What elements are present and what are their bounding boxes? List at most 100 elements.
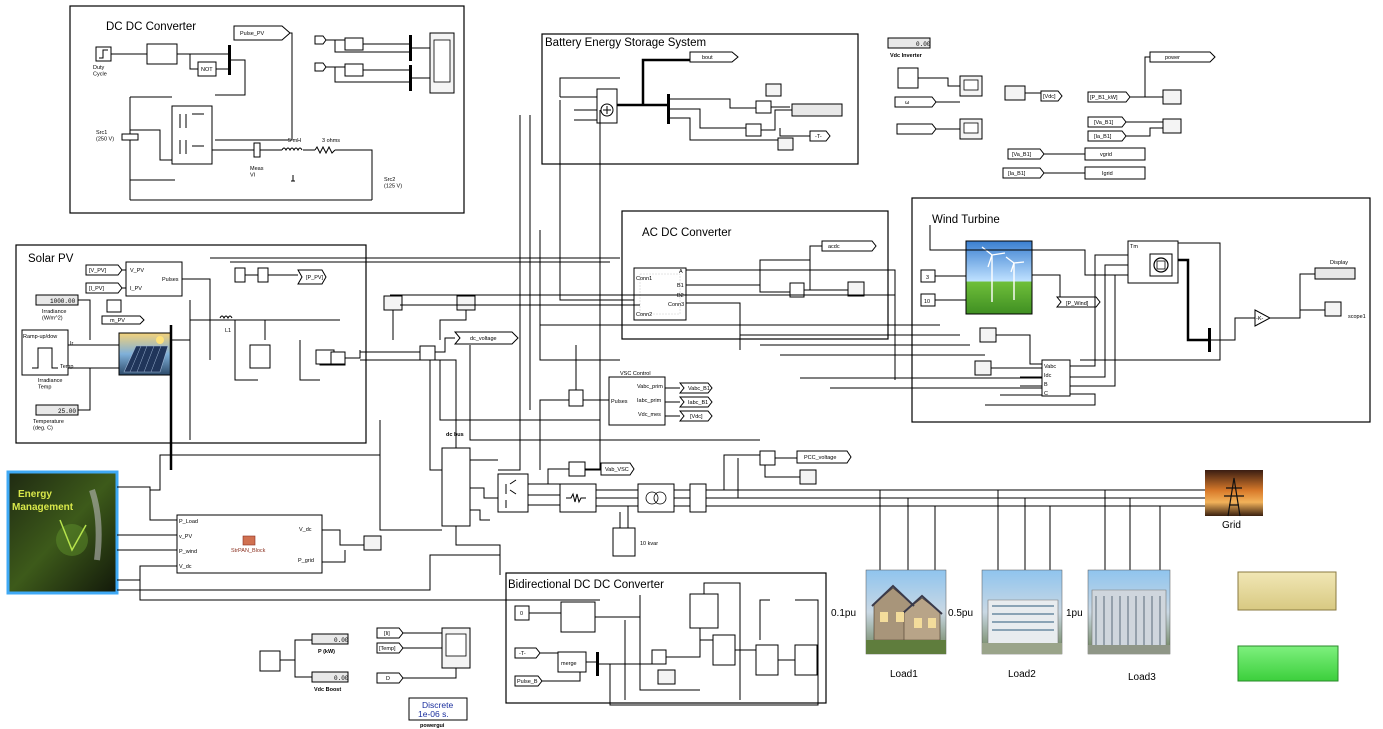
vdc-boost-label: Vdc Boost xyxy=(314,687,341,693)
wind-const-10: 10 xyxy=(924,299,930,305)
mppt-v-in: V_PV xyxy=(130,268,144,274)
loads-section: 0.1pu 0.5pu 1pu Load1 Load2 Load3 xyxy=(831,570,1170,683)
acdc-tag: acdc xyxy=(828,244,840,250)
load3-pu: 1pu xyxy=(1066,608,1083,619)
vsc-pulses-port: Pulses xyxy=(611,399,628,405)
merge-label: merge xyxy=(561,661,577,667)
p-kw-label: P (kW) xyxy=(318,649,335,655)
p-b1-tag: [P_B1_kW] xyxy=(1090,95,1118,101)
vdc-tag-top: [Vdc] xyxy=(1043,94,1056,100)
vabc-b1-tag: Vabc_B1 xyxy=(688,386,710,392)
wind-title: Wind Turbine xyxy=(932,214,1000,226)
src1-label: Src1(250 V) xyxy=(96,130,114,142)
em-out-v-dc: V_dc xyxy=(299,527,312,533)
temperature-label: Temperature(deg. C) xyxy=(33,419,64,431)
l1-label: L1 xyxy=(225,328,231,334)
solar-pv-subsystem[interactable]: Solar PV [V_PV] [I_PV] V_PV I_PV Pulses … xyxy=(16,245,475,470)
measurement-area: 0.00 Vdc Inverter ω [Vdc] power [P_B1_kW… xyxy=(888,38,1215,179)
vsc-vabc-port: Vabc_prim xyxy=(637,384,663,390)
vdc-boost-value: 0.00 xyxy=(334,675,349,682)
acdc-port-a: A xyxy=(679,269,683,275)
em-in-p-load: P_Load xyxy=(179,519,198,525)
energy-image-title-2: Management xyxy=(12,502,74,513)
irradiance-value: 1000.00 xyxy=(50,298,76,305)
vsc-vdc-port: Vdc_mes xyxy=(638,412,661,418)
vab-vsc-tag: Vab_VSC xyxy=(605,467,629,473)
vdc-inverter-value: 0.00 xyxy=(916,41,931,48)
va-b1-tag: [Va_B1] xyxy=(1094,120,1114,126)
pulse-pv-tag: Pulse_PV xyxy=(240,31,264,37)
acdc-title: AC DC Converter xyxy=(642,227,732,239)
bottom-measurements: 0.00 P (kW) 0.00 Vdc Boost [Ii] [Temp] D… xyxy=(260,628,470,729)
wind-port-c: C xyxy=(1044,391,1048,397)
vsc-control-block[interactable]: VSC Control Pulses Vabc_prim Iabc_prim V… xyxy=(540,345,712,470)
tan-indicator-block[interactable] xyxy=(1238,572,1336,610)
v-pv-tag: [V_PV] xyxy=(89,268,107,274)
dc-dc-title: DC DC Converter xyxy=(106,21,196,33)
wind-const-3: 3 xyxy=(926,275,929,281)
ia-b1-tag-3: [Ia_B1] xyxy=(1008,171,1026,177)
not-block-label: NOT xyxy=(201,67,213,73)
powergui-line2: 1e-06 s. xyxy=(418,709,449,719)
tag-ii: [Ii] xyxy=(384,631,390,637)
vsc-iabc-port: Iabc_prim xyxy=(637,398,662,404)
svg-text:ω: ω xyxy=(905,100,910,106)
bidir-gain: -T- xyxy=(519,651,526,657)
bidir-const-0: 0 xyxy=(520,611,523,617)
p-kw-value: 0.00 xyxy=(334,637,349,644)
pv-ir-port: Ir xyxy=(70,341,74,347)
vgrid-tag: vgrid xyxy=(1100,152,1112,158)
i-pv-tag: [I_PV] xyxy=(89,286,104,292)
bidirectional-dcdc-subsystem[interactable]: Bidirectional DC DC Converter 0 -T- merg… xyxy=(506,573,826,705)
energy-image-title-1: Energy xyxy=(18,489,52,500)
ramp-label: Ramp-up/dow xyxy=(23,334,57,340)
load2-name: Load2 xyxy=(1008,669,1036,680)
acdc-port-conn3: Conn3 xyxy=(668,302,684,308)
scope1-label: scope1 xyxy=(1348,314,1366,320)
mppt-pulses: Pulses xyxy=(162,277,179,283)
acdc-port-conn1: Conn1 xyxy=(636,276,652,282)
irradiance-label: Irradiance(W/m^2) xyxy=(42,309,66,321)
iabc-b1-tag: Iabc_B1 xyxy=(688,400,708,406)
em-in-v-dc: V_dc xyxy=(179,564,192,570)
meas-vi-label: MeasVI xyxy=(250,166,264,178)
bess-gain: -T- xyxy=(815,134,822,140)
pcc-voltage-tag: PCC_voltage xyxy=(804,455,836,461)
bidir-title: Bidirectional DC DC Converter xyxy=(508,579,664,591)
green-indicator-block[interactable] xyxy=(1238,646,1338,681)
mppt-i-in: I_PV xyxy=(130,286,142,292)
gain-k: -K- xyxy=(1256,316,1264,322)
src2-label: Src2(125 V) xyxy=(384,177,402,189)
load3-name: Load3 xyxy=(1128,672,1156,683)
dc-voltage-tag: dc_voltage xyxy=(470,336,497,342)
wind-port-vabc: Vabc xyxy=(1044,364,1056,370)
grid-label: Grid xyxy=(1222,520,1241,531)
resistor-label: 3 ohms xyxy=(322,138,340,144)
igrid-tag: Igrid xyxy=(1102,171,1113,177)
tag-d: D xyxy=(386,676,390,682)
acdc-port-b2: B2 xyxy=(677,293,684,299)
p-pv-tag: [P_PV] xyxy=(306,275,324,281)
powergui-label: powergui xyxy=(420,723,445,729)
capacitor-bank-label: 10 kvar xyxy=(640,541,658,547)
ia-b1-tag: [Ia_B1] xyxy=(1094,134,1112,140)
bout-tag: bout xyxy=(702,55,713,61)
power-tag: power xyxy=(1165,55,1180,61)
em-out-p-grid: P_grid xyxy=(298,558,314,564)
load2-pu: 0.5pu xyxy=(948,608,973,619)
display-label: Display xyxy=(1330,260,1348,266)
acdc-port-b1: B1 xyxy=(677,283,684,289)
acdc-port-conn2: Conn2 xyxy=(636,312,652,318)
vdc-inverter-label: Vdc Inverter xyxy=(890,53,923,59)
pulse-b-tag: Pulse_B xyxy=(517,679,538,685)
inductor-label: 5 mH xyxy=(288,138,301,144)
em-in-p-wind: P_wind xyxy=(179,549,197,555)
dc-voltage-section: dc_voltage xyxy=(360,310,518,360)
tag-temp: [Temp] xyxy=(379,646,396,652)
wind-port-b: B xyxy=(1044,382,1048,388)
battery-energy-storage-subsystem[interactable]: Battery Energy Storage System bout -T- xyxy=(542,34,858,164)
wind-turbine-icon xyxy=(966,241,1032,314)
